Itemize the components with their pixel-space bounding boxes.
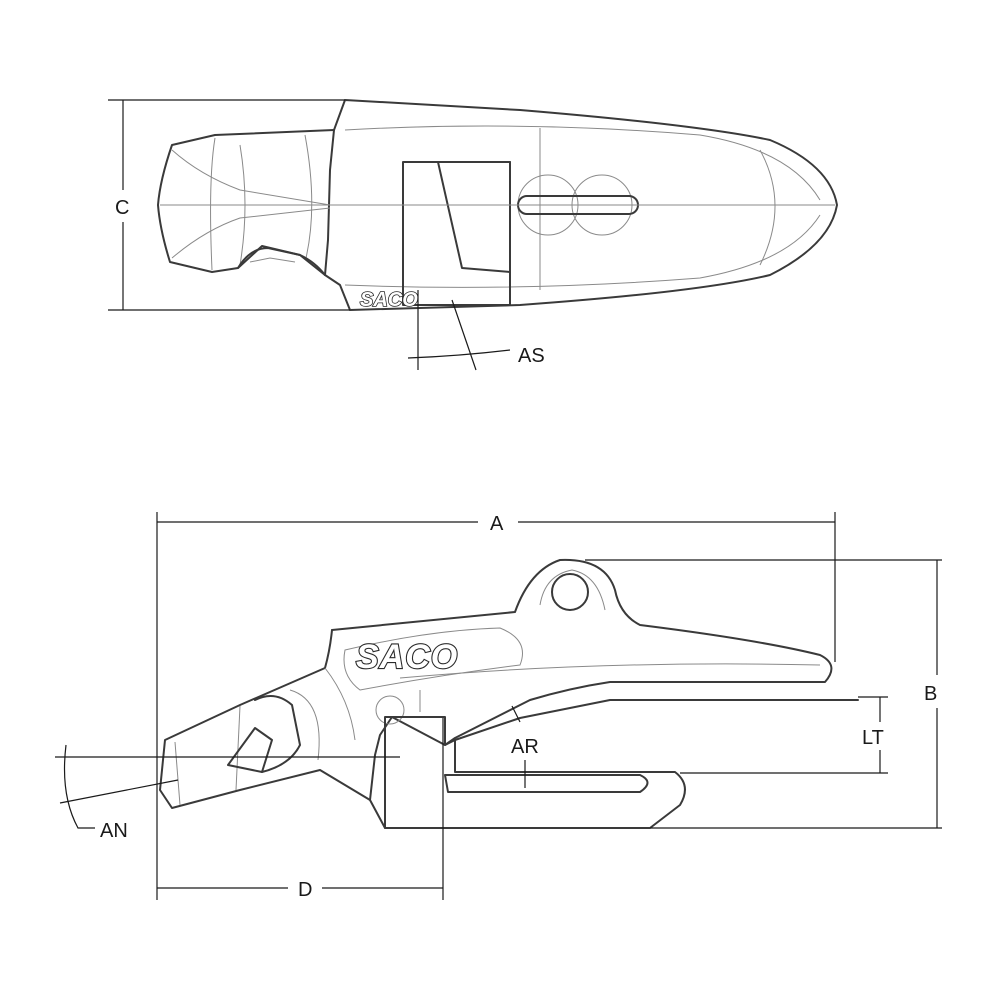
side-lug-hole — [551, 573, 589, 611]
dimension-label-d: D — [298, 879, 312, 901]
side-view: SACO A B LT AR AN — [55, 512, 942, 901]
dimension-label-an: AN — [100, 820, 128, 842]
top-section-hatch — [402, 161, 511, 306]
top-view: SACO C AS — [108, 99, 838, 371]
side-brand-logo: SACO — [356, 638, 458, 676]
side-body-outline — [331, 558, 833, 829]
dimension-label-a: A — [490, 513, 504, 535]
dimension-label-b: B — [924, 683, 937, 705]
dimension-label-c: C — [115, 197, 129, 219]
side-nose-outline — [159, 629, 371, 809]
dimension-label-lt: LT — [862, 727, 884, 749]
side-bore-hole — [375, 695, 405, 725]
dimension-label-as: AS — [518, 345, 545, 367]
top-nose-outline — [157, 129, 335, 276]
side-section-hatch — [384, 716, 686, 829]
dimension-label-ar: AR — [511, 736, 539, 758]
top-body-outline — [324, 99, 838, 311]
top-brand-stamp: SACO — [360, 289, 418, 311]
